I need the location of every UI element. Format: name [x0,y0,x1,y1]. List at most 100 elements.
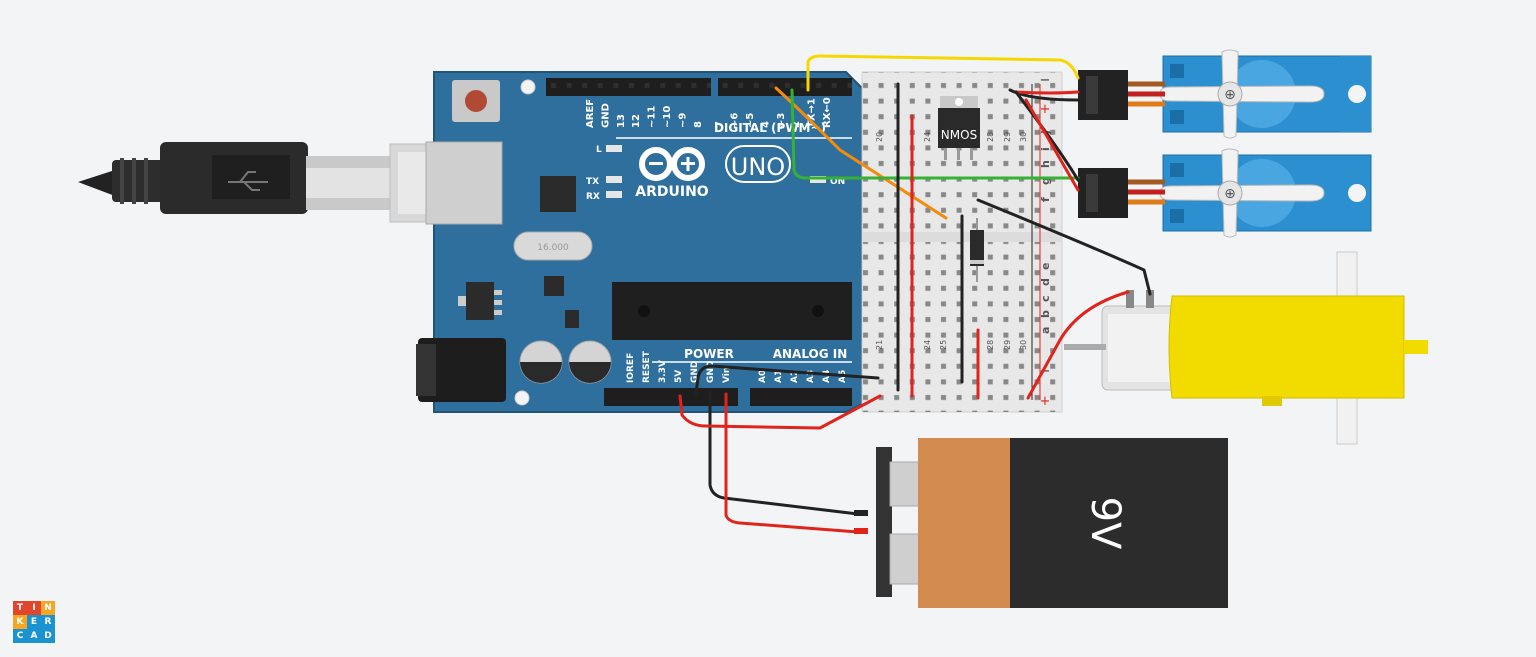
servo-motor[interactable]: ⊕ [1078,49,1372,139]
crystal-label: 16.000 [537,243,569,253]
svg-text:L: L [596,145,602,155]
breadboard-col-number: 24 [923,340,932,350]
analog-pin-label: A4 [822,370,832,383]
breadboard-row-letter: f [1039,197,1052,202]
wire-orange [774,86,948,220]
digital-pin-label: ~6 [730,113,741,128]
dc-gear-motor[interactable] [1064,251,1428,445]
analog-pin-label: A1 [774,370,784,383]
breadboard-col-number: 25 [939,340,948,350]
logo-letter: T [13,601,27,615]
usb-chip [540,176,576,212]
breadboard-row-letter: c [1039,295,1052,302]
usb-port [425,141,503,225]
wire-green [790,88,1080,180]
analog-pin-label: A3 [806,370,816,383]
power-pin-label: GND [690,361,700,383]
digital-pin-label: GND [600,103,611,128]
analog-header[interactable] [750,388,852,406]
power-pin-label: 5V [674,370,684,383]
wire-red [1024,98,1080,192]
breadboard-col-number: 29 [1003,340,1012,350]
power-label: POWER [684,347,734,361]
battery-label: 9V [1082,497,1128,550]
breadboard-col-number: 29 [1003,132,1012,142]
diode[interactable] [970,218,984,282]
digital-pin-label: 13 [616,114,627,128]
rail-minus-bottom: − [1040,364,1051,379]
wire-black [1014,90,1080,182]
digital-pin-label: 4 [760,121,771,128]
breadboard-row-letter: e [1039,263,1052,270]
logo-letter: I [27,601,41,615]
nmos-label: NMOS [941,128,977,142]
nmos-transistor[interactable]: NMOS [938,96,980,160]
logo-letter: A [27,629,41,643]
digital-pin-label: ~10 [662,106,673,128]
usb-icon [228,171,268,191]
digital-pin-label: 7 [714,121,725,128]
rail-minus-top: − [1040,73,1051,88]
digital-pin-label: TX→1 [807,98,818,128]
wire-black [1008,88,1080,102]
crystal-oscillator [513,231,593,261]
power-jack [418,338,506,402]
breadboard-col-number: 28 [986,340,995,350]
digital-pin-label: 12 [631,114,642,128]
digital-header-high[interactable] [718,78,852,96]
svg-text:RX: RX [586,192,600,202]
voltage-regulator [466,282,494,320]
led-tx [606,176,622,183]
arduino-infinity-logo [639,147,705,181]
servo-leads [1128,81,1165,205]
digital-pin-label: ~9 [677,113,688,128]
breadboard-col-number: 20 [875,132,884,142]
9v-battery[interactable]: 9V [876,438,1228,608]
wire-red [1026,290,1130,400]
led-rx [606,191,622,198]
servo-motor[interactable]: ⊕ [1078,148,1372,238]
digital-pin-label: 2 [791,121,802,128]
logo-letter: R [41,615,55,629]
wire-red [678,394,882,430]
logo-letter: C [13,629,27,643]
power-pin-label: Vin [722,367,732,383]
capacitor [568,340,612,384]
wire-red [1014,90,1080,95]
breadboard-row-letter: d [1039,278,1052,286]
arduino-uno-board[interactable]: 16.000 L TX RX ON [416,71,863,413]
wires[interactable] [678,54,1152,534]
digital-pin-label: ~11 [647,106,658,128]
wire-black [708,390,860,516]
analog-pin-label: A2 [790,370,800,383]
wire-red [724,392,860,534]
logo-letter: D [41,629,55,643]
digital-header-low[interactable] [546,78,711,96]
breadboard-col-number: 30 [1019,132,1028,142]
breadboard-row-letter: i [1039,147,1052,151]
arduino-brand: ARDUINO [635,184,709,200]
breadboard-row-letter: b [1039,310,1052,318]
power-pin-label: 3.3V [658,360,668,383]
svg-text:ON: ON [830,177,845,187]
digital-pin-label: AREF [585,99,596,128]
capacitor [519,340,563,384]
power-pin-label: GND [706,361,716,383]
svg-text:⊕: ⊕ [1224,186,1236,202]
analog-pin-label: A0 [758,370,768,383]
svg-text:TX: TX [586,177,599,187]
digital-pin-label: 8 [693,121,704,128]
digital-pin-label: ~3 [776,113,787,128]
digital-pin-label: ~5 [745,113,756,128]
breadboard-row-letter: h [1039,160,1052,168]
power-header[interactable] [604,388,738,406]
breadboard-row-letter: a [1039,327,1052,334]
arduino-model: UNO [731,153,785,181]
logo-letter: E [27,615,41,629]
wire-yellow [806,54,1080,92]
reset-button[interactable] [452,80,500,122]
breadboard-col-number: 28 [986,132,995,142]
digital-pin-label: RX←0 [822,97,833,128]
